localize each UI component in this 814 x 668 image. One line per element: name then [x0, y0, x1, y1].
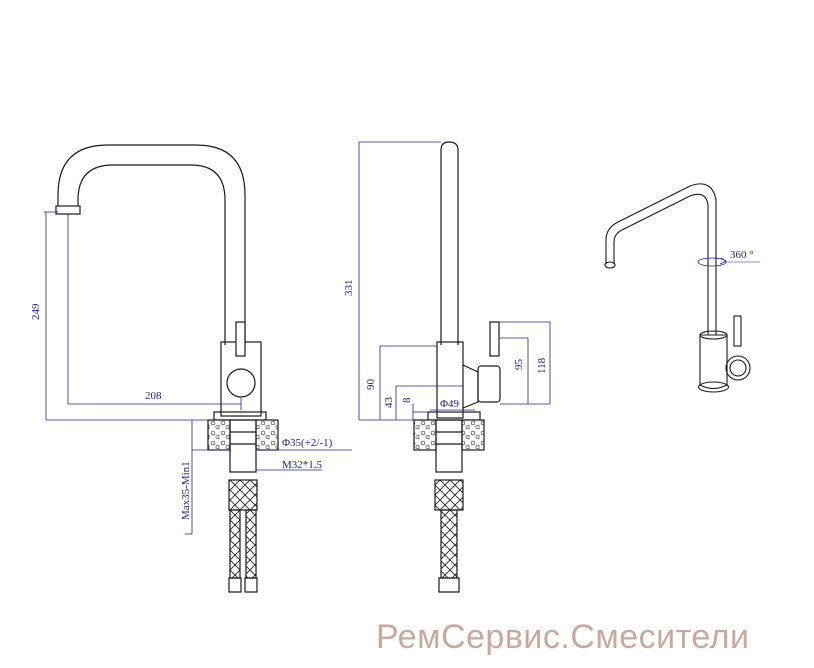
dim-countertop-thickness: Max35-Min1 — [180, 461, 192, 520]
persp-spout-outlet — [604, 261, 616, 269]
side-body — [436, 341, 464, 419]
front-hose-right — [245, 509, 257, 579]
front-spout-outlet — [55, 205, 81, 215]
dim-249: 249 — [30, 303, 42, 320]
front-view — [55, 144, 279, 593]
perspective-view — [604, 183, 751, 393]
dim-8: 8 — [401, 397, 413, 403]
front-handle — [235, 321, 246, 357]
dim-diameter-49: Φ49 — [440, 398, 460, 410]
front-hose-nut-right — [244, 577, 258, 593]
dim-95: 95 — [513, 359, 525, 371]
dim-diameter-35: Φ35(+2/-1) — [282, 437, 333, 449]
front-hose-nut-left — [228, 577, 242, 593]
dim-thread-m32: M32*1.5 — [282, 459, 323, 471]
dim-118: 118 — [536, 357, 548, 374]
dim-90: 90 — [365, 379, 377, 391]
front-shank — [229, 419, 257, 473]
watermark: РемСервис.Смесители — [376, 618, 750, 656]
persp-handle — [733, 315, 742, 347]
side-hose — [440, 509, 458, 579]
front-hose-connector — [228, 479, 258, 511]
persp-body — [699, 334, 728, 390]
side-handle — [489, 321, 500, 357]
side-shank — [435, 419, 463, 473]
front-handle-knob — [226, 368, 256, 398]
persp-spout-outer — [605, 183, 717, 335]
front-hose-left — [229, 509, 241, 579]
front-view-dimensions — [44, 211, 352, 535]
front-countertop-stone-right — [255, 419, 279, 451]
side-base-ring — [427, 411, 481, 421]
dim-208: 208 — [145, 390, 162, 402]
persp-handle-knob — [725, 355, 751, 381]
side-hose-nut — [438, 577, 460, 593]
side-countertop-stone-left — [413, 419, 437, 451]
persp-spout-inner — [613, 193, 709, 335]
dim-43: 43 — [383, 397, 395, 409]
front-countertop-stone-left — [207, 419, 231, 451]
dim-rotation-360: 360 ° — [730, 249, 754, 261]
side-spout-tube — [440, 141, 459, 345]
side-handle-lever — [477, 365, 501, 403]
side-body-neck — [462, 364, 479, 409]
front-spout-inner — [77, 164, 226, 345]
persp-base — [697, 381, 730, 393]
side-countertop-stone-right — [461, 419, 485, 451]
side-hose-connector — [434, 479, 464, 511]
front-spout-outer — [57, 144, 246, 345]
dim-331: 331 — [343, 280, 355, 297]
side-view-dimensions — [358, 141, 551, 421]
rotation-indicator — [697, 257, 760, 267]
side-view — [413, 141, 501, 593]
